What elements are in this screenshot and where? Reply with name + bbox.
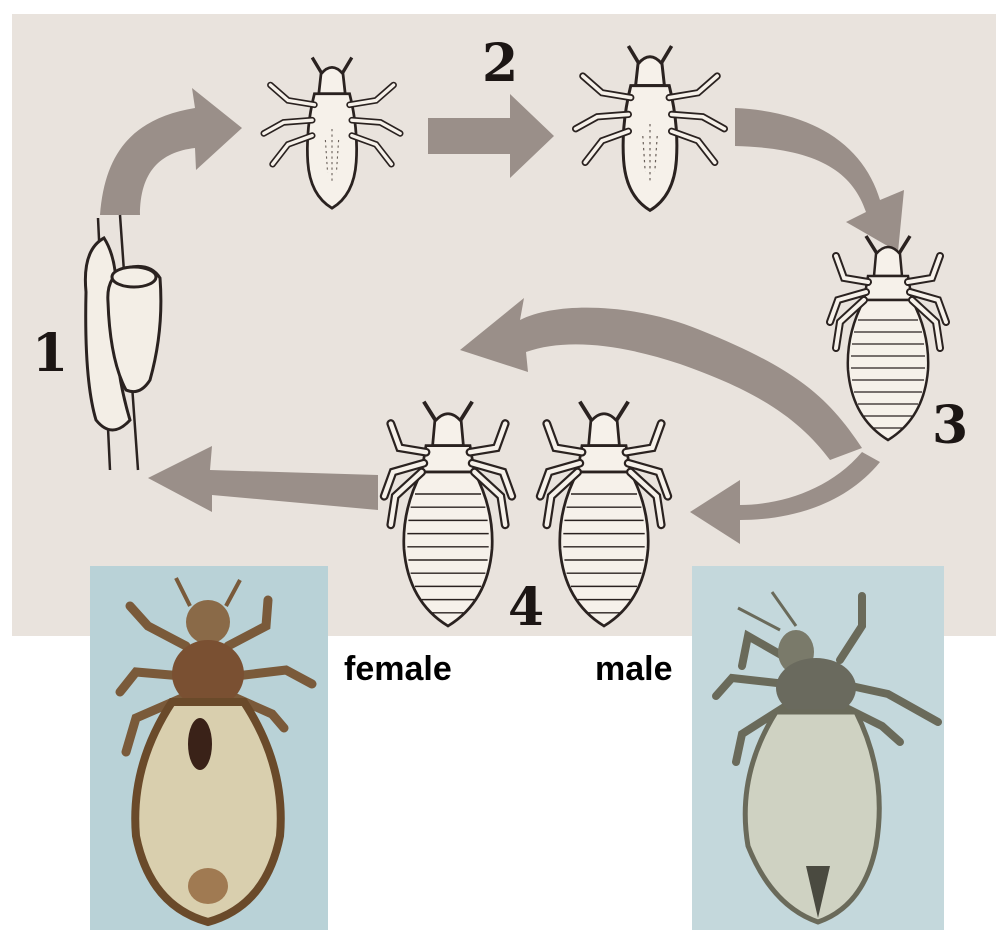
second-nymph-drawing <box>576 46 725 210</box>
stage-number-1: 1 <box>32 328 68 380</box>
female-louse-photo <box>90 566 328 930</box>
male-label: male <box>595 652 673 686</box>
first-nymph-drawing <box>264 58 400 209</box>
stage-number-2: 2 <box>482 38 518 90</box>
male-louse-photo <box>692 566 944 930</box>
arrow-nymph-1-to-2 <box>428 94 554 178</box>
egg-on-hair-drawing <box>85 215 161 470</box>
stage-number-4: 4 <box>508 582 544 634</box>
female-label: female <box>344 652 452 686</box>
stage-number-3: 3 <box>932 400 968 452</box>
arrow-3-to-4-lower <box>690 452 880 544</box>
adult-male-drawing <box>540 402 668 626</box>
adult-female-drawing <box>384 402 512 626</box>
arrow-nymph-2-to-3 <box>735 108 904 252</box>
arrow-adult-to-egg <box>148 446 378 512</box>
arrow-egg-to-nymph <box>100 88 242 215</box>
third-nymph-drawing <box>830 236 946 440</box>
